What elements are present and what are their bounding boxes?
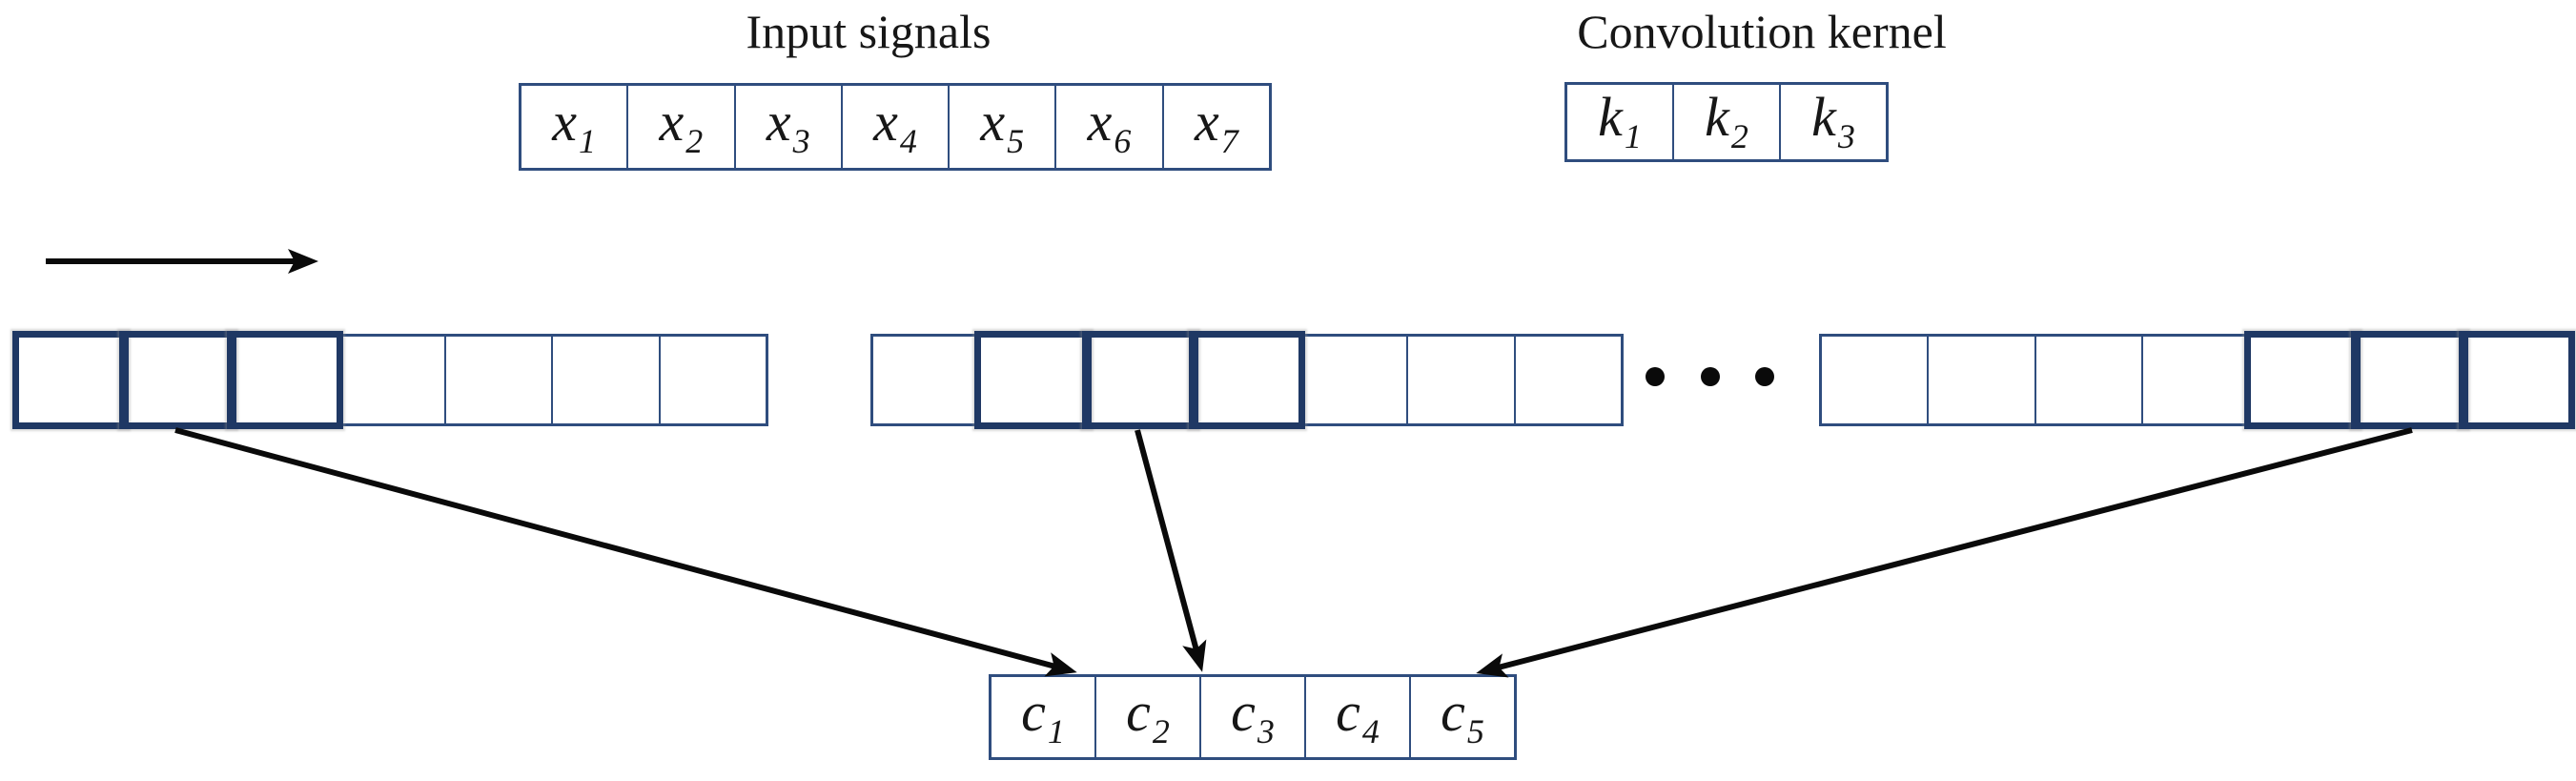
kernel-row: k1 k2 k3 <box>1564 82 1889 162</box>
cell-label: k2 <box>1705 86 1748 155</box>
input-cell-x5: x5 <box>948 86 1054 168</box>
window-cell <box>1406 337 1513 423</box>
kernel-cell-k3: k3 <box>1779 85 1886 159</box>
window-cell <box>1822 337 1927 423</box>
window-cell <box>1927 337 2034 423</box>
input-cell-x2: x2 <box>626 86 733 168</box>
cell-label: x6 <box>1087 91 1132 160</box>
cell-label: c2 <box>1126 681 1170 750</box>
cell-label: x2 <box>659 91 704 160</box>
ellipsis-dots-icon <box>1646 367 1774 386</box>
output-row: c1 c2 c3 c4 c5 <box>989 674 1517 760</box>
window-cell <box>1513 337 1621 423</box>
window-cell <box>1299 337 1406 423</box>
cell-label: k1 <box>1598 86 1642 155</box>
window-cell <box>11 331 130 429</box>
window-cell <box>2034 337 2141 423</box>
window-cell <box>1188 331 1306 429</box>
cell-label: x1 <box>552 91 596 160</box>
cell-label: x3 <box>766 91 810 160</box>
cell-label: x4 <box>873 91 917 160</box>
input-signals-title: Input signals <box>746 5 992 58</box>
window-cell <box>551 337 658 423</box>
window-cell <box>873 337 978 423</box>
output-cell-c3: c3 <box>1199 677 1304 757</box>
window-cell <box>2458 331 2576 429</box>
sliding-window-row-1 <box>11 331 768 429</box>
cell-label: x7 <box>1194 91 1238 160</box>
output-cell-c5: c5 <box>1409 677 1514 757</box>
sliding-window-row-3 <box>1819 331 2576 429</box>
cell-label: c4 <box>1336 681 1380 750</box>
input-cell-x4: x4 <box>840 86 948 168</box>
window-cell <box>974 331 1092 429</box>
cell-label: k3 <box>1811 86 1855 155</box>
window-cell <box>444 337 551 423</box>
kernel-cell-k2: k2 <box>1672 85 1779 159</box>
window-cell <box>2140 337 2248 423</box>
input-cell-x6: x6 <box>1054 86 1161 168</box>
input-cell-x3: x3 <box>733 86 841 168</box>
output-cell-c1: c1 <box>992 677 1094 757</box>
input-cell-x1: x1 <box>521 86 626 168</box>
window-cell <box>1081 331 1199 429</box>
window-cell <box>337 337 444 423</box>
window-cell <box>658 337 766 423</box>
sliding-window-row-2 <box>870 331 1624 429</box>
window-cell <box>2244 331 2361 429</box>
kernel-cell-k1: k1 <box>1567 85 1672 159</box>
cell-label: c1 <box>1021 681 1065 750</box>
cell-label: c3 <box>1231 681 1275 750</box>
window-cell <box>2351 331 2468 429</box>
output-cell-c2: c2 <box>1094 677 1199 757</box>
cell-label: c5 <box>1441 681 1484 750</box>
cell-label: x5 <box>980 91 1025 160</box>
mapping-arrow-3-icon <box>1476 427 2413 678</box>
mapping-arrow-2-icon <box>1135 429 1207 672</box>
mapping-arrow-1-icon <box>174 427 1077 677</box>
output-cell-c4: c4 <box>1304 677 1409 757</box>
window-cell <box>226 331 344 429</box>
input-signals-row: x1 x2 x3 x4 x5 x6 x7 <box>519 83 1272 171</box>
convolution-kernel-title: Convolution kernel <box>1577 5 1947 58</box>
window-cell <box>119 331 236 429</box>
input-cell-x7: x7 <box>1161 86 1269 168</box>
